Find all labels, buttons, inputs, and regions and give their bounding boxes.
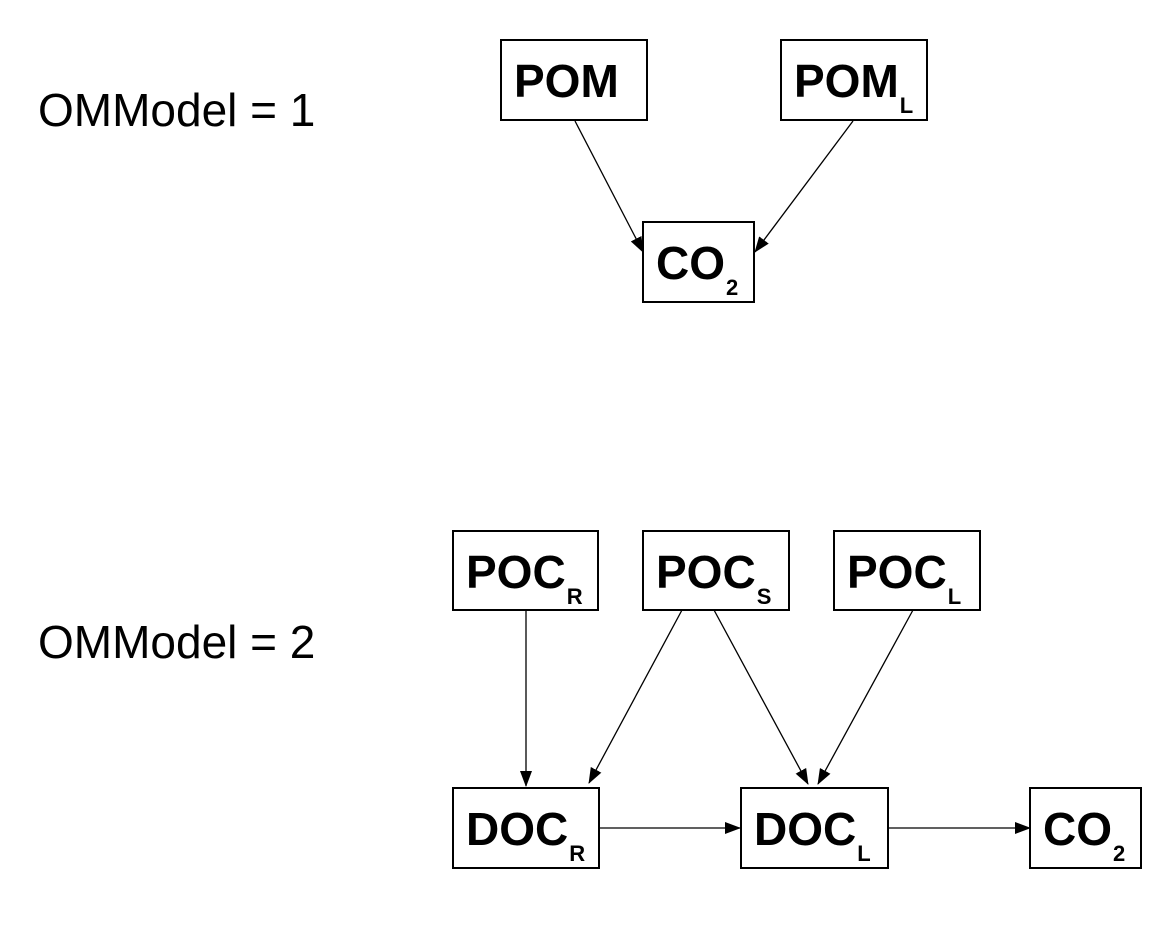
arrow-poc-l-to-doc-l xyxy=(817,609,914,785)
node-pom-l-subscript: L xyxy=(899,93,914,118)
node-pom-l: POML xyxy=(780,39,928,121)
arrow-poc-s-to-doc-r xyxy=(588,609,683,784)
node-doc-l: DOCL xyxy=(740,787,889,869)
node-poc-s-label: POC xyxy=(656,546,756,598)
arrow-pom-l-to-co2 xyxy=(754,120,854,253)
node-co2-model2-label: CO xyxy=(1043,803,1112,855)
arrow-poc-s-to-doc-l xyxy=(713,609,809,785)
node-poc-s-subscript: S xyxy=(756,584,772,609)
node-poc-s: POCS xyxy=(642,530,790,611)
node-doc-r: DOCR xyxy=(452,787,600,869)
node-pom-l-label: POM xyxy=(794,55,899,107)
node-doc-l-label: DOC xyxy=(754,803,857,855)
model-1-label: OMModel = 1 xyxy=(38,84,316,136)
node-co2-model2: CO2 xyxy=(1029,787,1142,869)
node-co2-model1: CO2 xyxy=(642,221,755,303)
node-poc-l-label: POC xyxy=(847,546,947,598)
model-2-label: OMModel = 2 xyxy=(38,616,316,668)
node-doc-l-subscript: L xyxy=(857,841,871,866)
node-pom-label: POM xyxy=(514,55,619,107)
node-poc-r: POCR xyxy=(452,530,599,611)
node-co2-model1-subscript: 2 xyxy=(726,275,739,300)
node-co2-model1-label: CO xyxy=(656,237,725,289)
node-poc-l-subscript: L xyxy=(947,584,962,609)
node-doc-r-subscript: R xyxy=(569,841,586,866)
node-poc-r-subscript: R xyxy=(566,584,583,609)
node-doc-r-label: DOC xyxy=(466,803,569,855)
node-poc-l: POCL xyxy=(833,530,981,611)
node-pom: POM xyxy=(500,39,648,121)
node-co2-model2-subscript: 2 xyxy=(1113,841,1126,866)
arrow-pom-to-co2 xyxy=(574,120,644,253)
node-poc-r-label: POC xyxy=(466,546,566,598)
